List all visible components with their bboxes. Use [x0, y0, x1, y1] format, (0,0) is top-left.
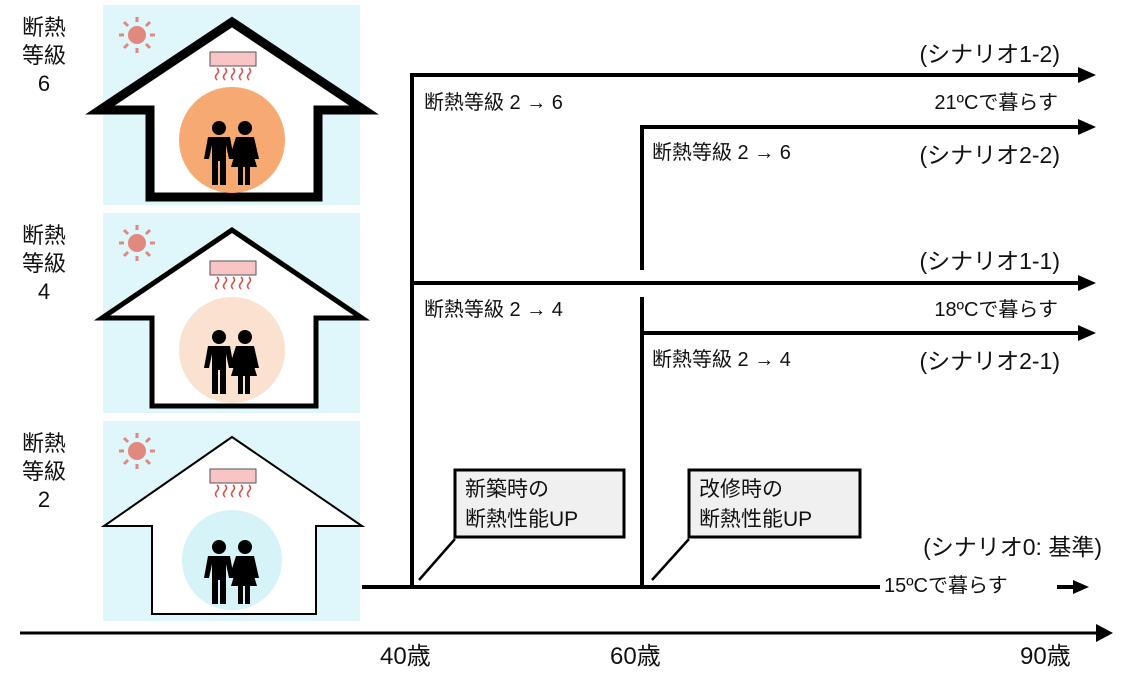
level-label-line: 断熱 — [21, 15, 66, 40]
callout-line: 断熱性能UP — [465, 508, 579, 531]
level-label-line: 等級 — [21, 43, 66, 68]
house-level-4 — [93, 213, 371, 413]
scenario-1-2-label: (シナリオ1-2) — [919, 41, 1060, 67]
scenario-1-1-label: (シナリオ1-1) — [919, 248, 1060, 274]
temp-18-label: 18ºCで暮らす — [934, 299, 1058, 321]
level-grade: 4 — [37, 279, 51, 304]
callout-line: 改修時の — [699, 478, 783, 501]
callout-boxes — [418, 468, 862, 581]
level-6-label: 断熱 等級 6 — [16, 14, 72, 98]
timeline-lines — [362, 73, 1080, 589]
renovation-callout: 改修時の 断熱性能UP — [691, 472, 820, 538]
level-label-line: 等級 — [21, 251, 66, 276]
callout-line: 断熱性能UP — [699, 508, 813, 531]
upgrade-2-to-6-at-40: 断熱等級 2 → 6 — [424, 92, 563, 114]
level-2-label: 断熱 等級 2 — [16, 430, 72, 514]
age-axis — [20, 624, 1113, 642]
house-level-6 — [85, 5, 379, 205]
level-grade: 6 — [37, 71, 51, 96]
age-90-label: 90歳 — [1020, 643, 1071, 670]
age-60-label: 60歳 — [610, 643, 661, 670]
upgrade-2-to-4-at-40: 断熱等級 2 → 4 — [424, 299, 563, 321]
level-grade: 2 — [37, 487, 51, 512]
level-label-line: 等級 — [21, 459, 66, 484]
level-label-line: 断熱 — [21, 223, 66, 248]
new-build-callout: 新築時の 断熱性能UP — [457, 472, 586, 538]
temp-21-label: 21ºCで暮らす — [934, 92, 1058, 114]
upgrade-2-to-6-at-60: 断熱等級 2 → 6 — [652, 142, 791, 164]
scenario-0-label: (シナリオ0: 基準) — [923, 534, 1102, 560]
age-40-label: 40歳 — [380, 643, 431, 670]
scenario-2-1-label: (シナリオ2-1) — [919, 348, 1060, 374]
temp-15-label: 15ºCで暮らす — [884, 575, 1008, 597]
callout-line: 新築時の — [465, 478, 549, 501]
level-4-label: 断熱 等級 4 — [16, 222, 72, 306]
arrow-heads — [1073, 67, 1096, 594]
house-level-2 — [100, 421, 366, 621]
level-label-line: 断熱 — [21, 431, 66, 456]
upgrade-2-to-4-at-60: 断熱等級 2 → 4 — [652, 349, 791, 371]
scenario-2-2-label: (シナリオ2-2) — [919, 142, 1060, 168]
